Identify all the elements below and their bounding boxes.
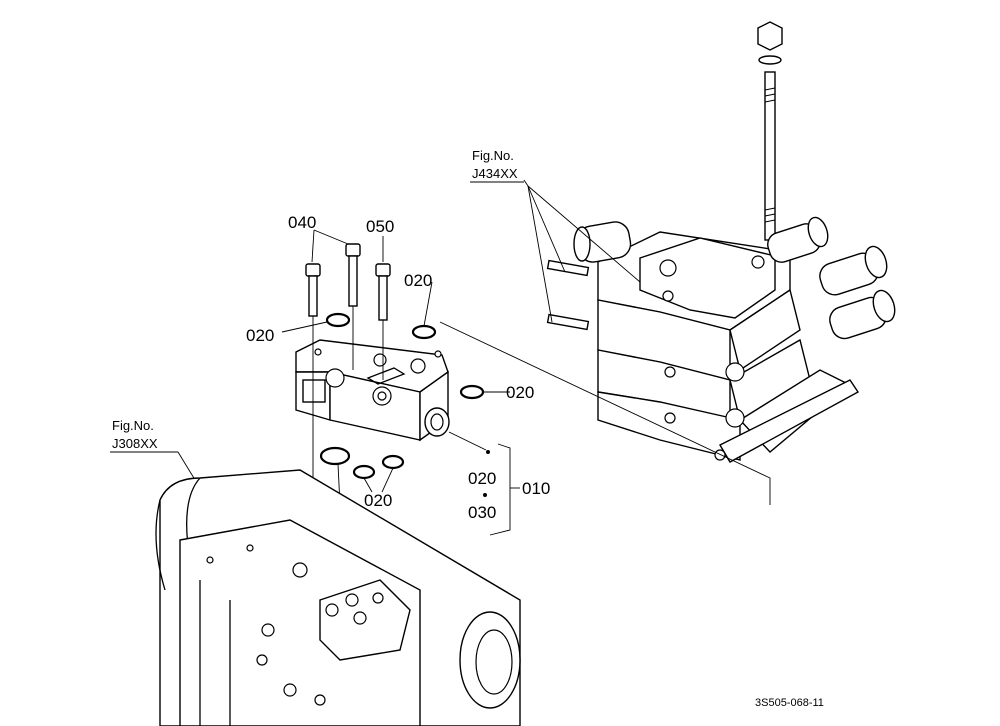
- o-ring-side: [459, 384, 485, 400]
- fig-ref-lower-line1: Fig.No.: [112, 418, 154, 433]
- bolt-050-center: [345, 243, 361, 307]
- callout-020-right: 020: [506, 383, 534, 402]
- valve-bolts: [546, 259, 745, 461]
- fig-ref-lower-line2: J308XX: [112, 436, 158, 451]
- o-ring-top: [411, 324, 437, 340]
- control-valve-assembly: [523, 21, 896, 463]
- valve-block: [546, 216, 896, 463]
- tie-rod: [757, 21, 783, 241]
- o-ring-bottom-right: [381, 454, 405, 470]
- callout-030-group: 030: [468, 503, 496, 522]
- fig-ref-upper-line2: J434XX: [472, 166, 518, 181]
- callout-010: 010: [522, 479, 550, 498]
- callout-020-top-right: 020: [404, 271, 432, 290]
- o-ring-left: [325, 312, 351, 328]
- callout-040: 040: [288, 213, 316, 232]
- drawing-code: 3S505-068-11: [755, 697, 824, 709]
- hydraulic-block: [295, 339, 450, 442]
- o-ring-bottom-left: [352, 464, 376, 480]
- bolt-040: [305, 263, 321, 317]
- gasket-030: [319, 446, 351, 466]
- callout-020-group: 020: [468, 469, 496, 488]
- callout-050: 050: [366, 217, 394, 236]
- callout-020-bottom: 020: [364, 491, 392, 510]
- callout-020-left: 020: [246, 326, 274, 345]
- bolt-050-right: [375, 263, 391, 321]
- fig-ref-upper-line1: Fig.No.: [472, 148, 514, 163]
- spool-caps: [573, 216, 896, 340]
- transmission-case: [155, 469, 521, 726]
